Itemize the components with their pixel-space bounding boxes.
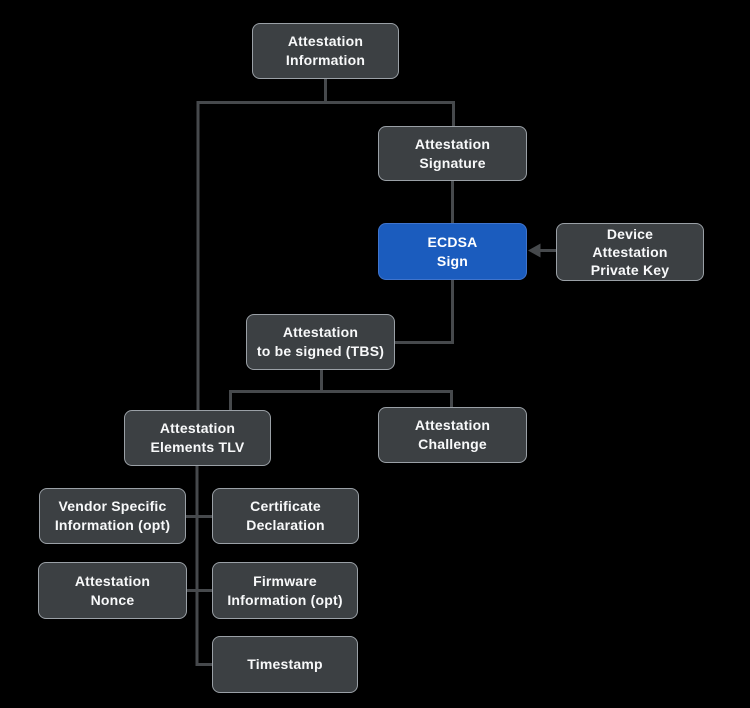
node-device-attestation-private-key: Device Attestation Private Key xyxy=(556,223,704,281)
connector-info-split xyxy=(196,101,455,410)
node-certificate-declaration: Certificate Declaration xyxy=(212,488,359,544)
connector-ecdsa-tbs xyxy=(395,280,454,344)
node-attestation-challenge: Attestation Challenge xyxy=(378,407,527,463)
node-attestation-signature: Attestation Signature xyxy=(378,126,527,181)
node-attestation-to-be-signed: Attestation to be signed (TBS) xyxy=(246,314,395,370)
node-vendor-specific-information: Vendor Specific Information (opt) xyxy=(39,488,186,544)
node-firmware-information: Firmware Information (opt) xyxy=(212,562,358,619)
connector-tbs-split xyxy=(229,390,453,410)
node-attestation-elements-tlv: Attestation Elements TLV xyxy=(124,410,271,466)
node-attestation-nonce: Attestation Nonce xyxy=(38,562,187,619)
connector-elements-trunk xyxy=(195,466,212,666)
node-timestamp: Timestamp xyxy=(212,636,358,693)
node-ecdsa-sign: ECDSA Sign xyxy=(378,223,527,280)
node-attestation-information: Attestation Information xyxy=(252,23,399,79)
arrow-left-icon xyxy=(528,243,541,258)
